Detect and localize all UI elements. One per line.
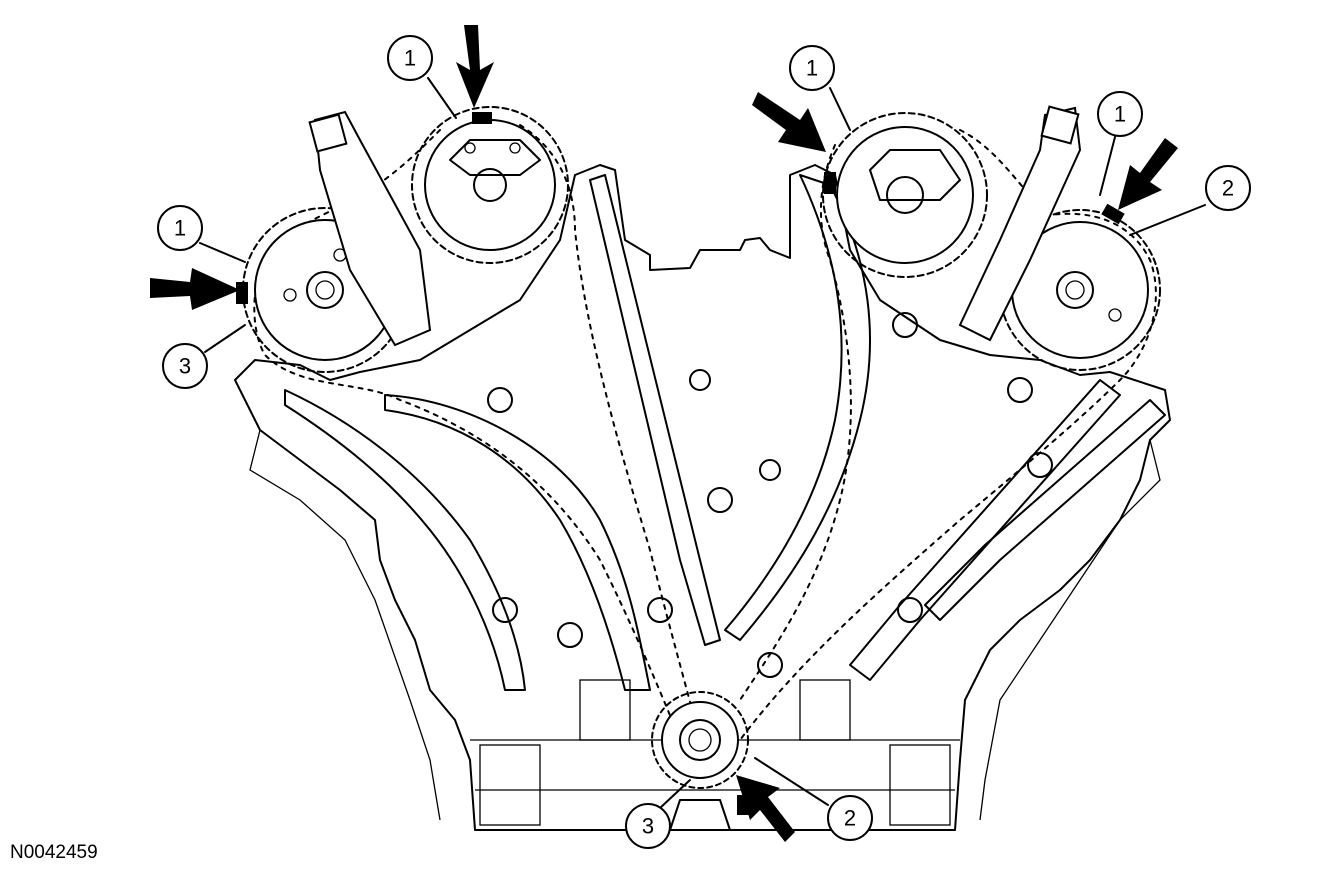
arrows (150, 25, 1178, 842)
svg-text:1: 1 (174, 216, 186, 241)
callout-right-1: 1 (1097, 91, 1143, 137)
callout-left-3: 3 (162, 343, 208, 389)
arrow-top-left (456, 25, 494, 108)
crankshaft-sprocket (651, 691, 749, 831)
svg-text:1: 1 (1114, 102, 1126, 127)
callouts: 1 1 3 1 1 2 3 2 (157, 35, 1251, 849)
callout-top-left-1: 1 (387, 35, 433, 81)
arrow-left (150, 268, 240, 310)
arrow-right (1118, 138, 1178, 210)
callout-bottom-2: 2 (827, 795, 873, 841)
callout-left-1: 1 (157, 205, 203, 251)
svg-text:1: 1 (404, 46, 416, 71)
svg-text:2: 2 (844, 806, 856, 831)
callout-bottom-3: 3 (625, 803, 671, 849)
svg-text:3: 3 (179, 354, 191, 379)
arrow-top-right (752, 92, 826, 152)
right-intake-cam-sprocket (822, 112, 988, 278)
right-vct-solenoid (958, 105, 1082, 342)
figure-id: N0042459 (10, 842, 98, 863)
svg-text:3: 3 (642, 814, 654, 839)
engine-block (234, 164, 1171, 831)
leader-lines (199, 77, 1206, 809)
left-exhaust-cam-sprocket (411, 106, 569, 264)
callout-top-right-1: 1 (789, 45, 835, 91)
left-vct-solenoid (308, 110, 432, 347)
svg-text:2: 2 (1222, 176, 1234, 201)
callout-right-2: 2 (1205, 165, 1251, 211)
chain-guides (284, 174, 1166, 691)
svg-text:1: 1 (806, 56, 818, 81)
arrow-bottom (736, 775, 795, 842)
bolts (487, 312, 1053, 678)
